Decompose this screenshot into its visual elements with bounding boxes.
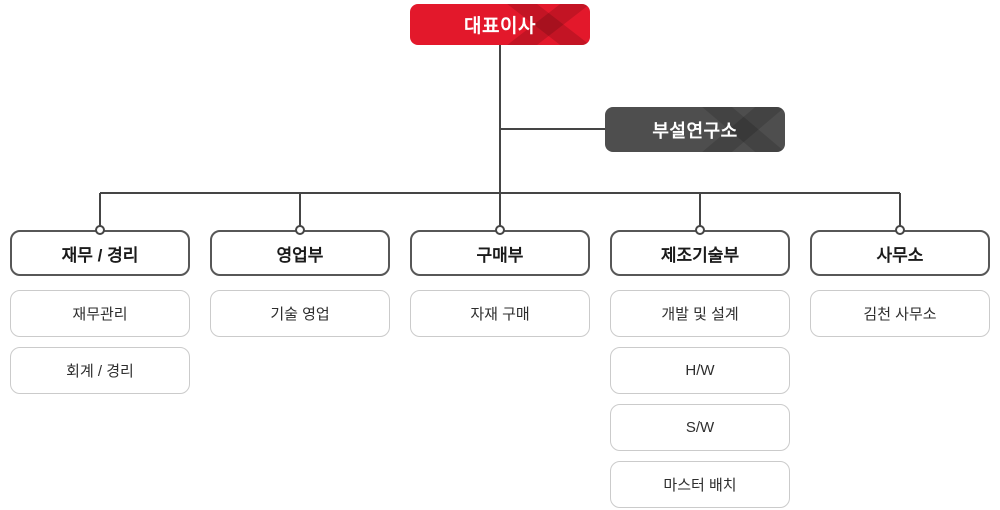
sub-item: 김천 사무소 [810,290,990,337]
connector-dot [95,225,105,235]
sub-item-label: 재무관리 [72,306,128,323]
dept-column-finance: 재무 / 경리 재무관리 회계 / 경리 [10,225,190,394]
connector-dot [695,225,705,235]
sub-item: 회계 / 경리 [10,347,190,394]
dept-column-sales: 영업부 기술 영업 [210,225,390,337]
sub-item-label: S/W [685,419,715,436]
sub-item-label: H/W [685,362,715,379]
dept-header-purchasing: 구매부 [410,230,590,276]
node-research-institute: 부설연구소 [605,107,785,152]
sub-item-label: 개발 및 설계 [661,306,739,323]
dept-label: 구매부 [476,245,524,265]
dept-column-manufacturing-tech: 제조기술부 개발 및 설계 H/W S/W 마스터 배치 [610,225,790,508]
dept-header-sales: 영업부 [210,230,390,276]
sub-item: 자재 구매 [410,290,590,337]
connector-dot [495,225,505,235]
dept-label: 재무 / 경리 [61,245,139,265]
dept-header-office: 사무소 [810,230,990,276]
connector-dot [295,225,305,235]
sub-item: 기술 영업 [210,290,390,337]
sub-item-label: 회계 / 경리 [66,363,134,380]
dept-column-purchasing: 구매부 자재 구매 [410,225,590,337]
dept-header-finance: 재무 / 경리 [10,230,190,276]
sub-item: S/W [610,404,790,451]
connector-dot [895,225,905,235]
sub-item: 재무관리 [10,290,190,337]
connector-path [99,45,901,227]
dept-header-manufacturing-tech: 제조기술부 [610,230,790,276]
sub-item-label: 기술 영업 [270,306,330,323]
dept-label: 사무소 [876,245,924,265]
dept-label: 영업부 [276,245,324,265]
sub-item-label: 김천 사무소 [863,306,937,323]
dept-column-office: 사무소 김천 사무소 [810,225,990,337]
ceo-label: 대표이사 [464,16,536,37]
sub-item-label: 자재 구매 [470,306,530,323]
dept-label: 제조기술부 [660,245,740,265]
sub-item: 개발 및 설계 [610,290,790,337]
node-ceo: 대표이사 [410,4,590,45]
research-institute-label: 부설연구소 [652,120,738,141]
sub-item: 마스터 배치 [610,461,790,508]
sub-item-label: 마스터 배치 [663,477,737,494]
sub-item: H/W [610,347,790,394]
